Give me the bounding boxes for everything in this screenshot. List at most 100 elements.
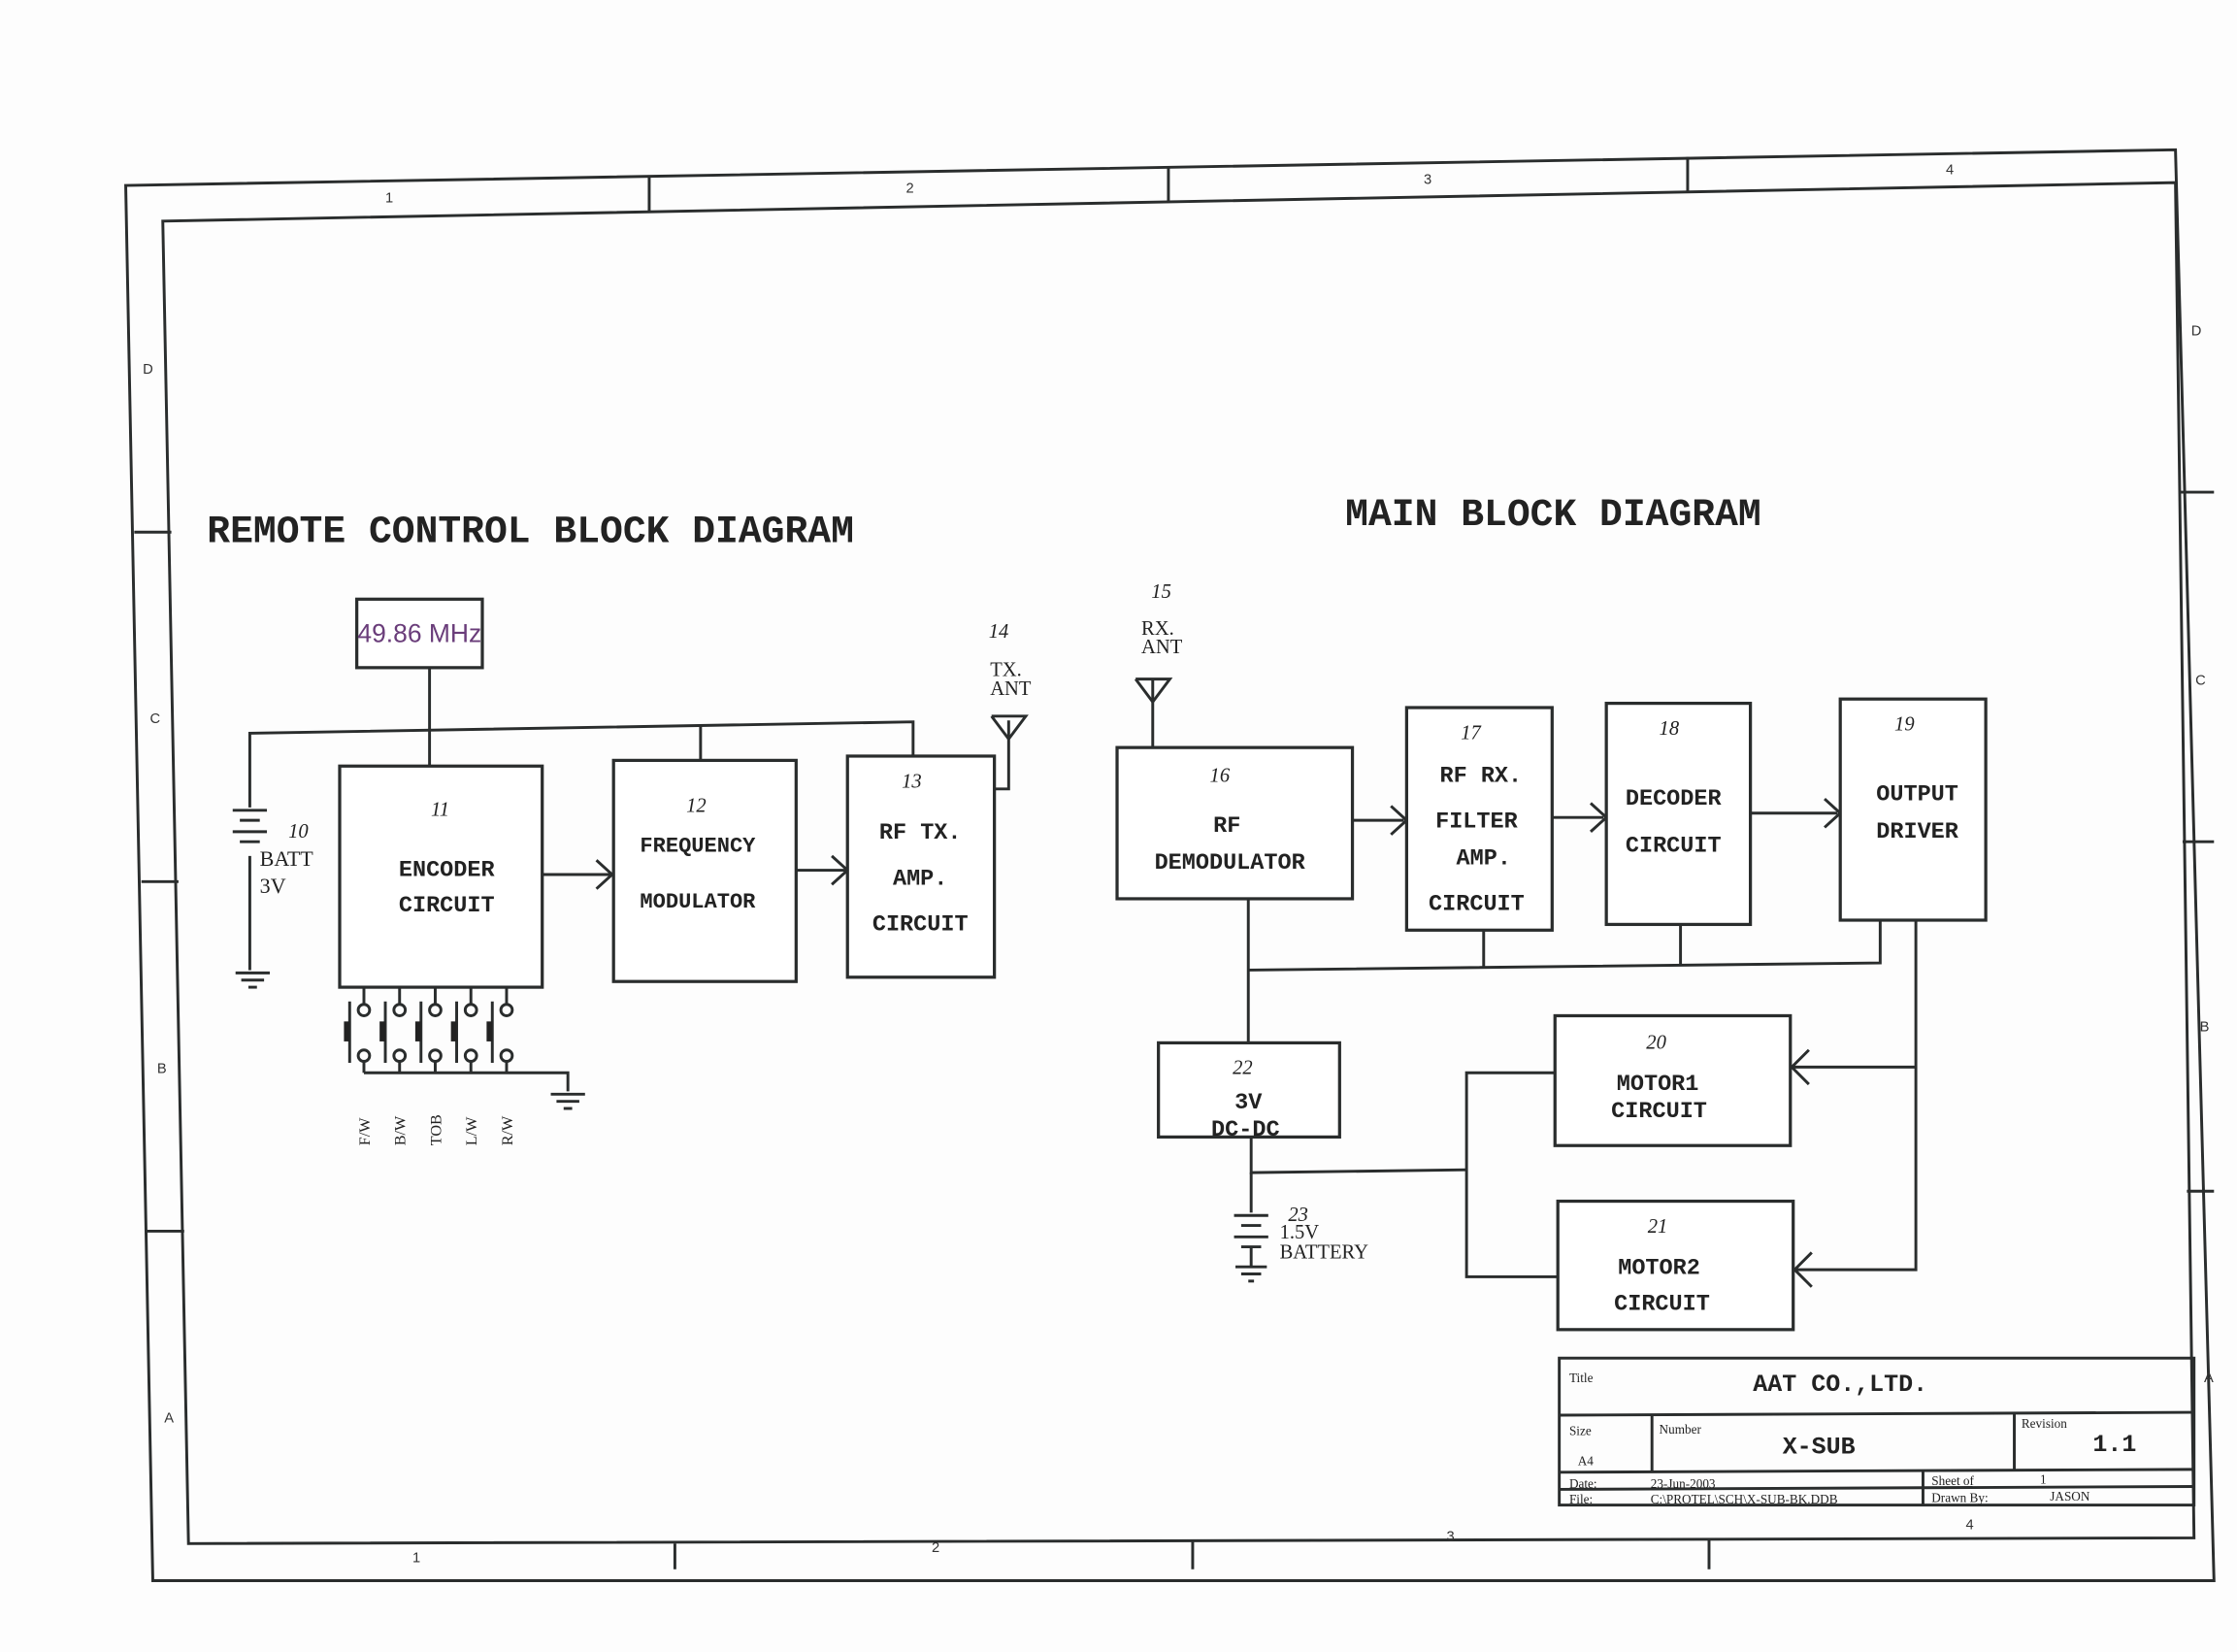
zone-labels: 1 2 3 4 1 2 3 4 D C B A D C B A [143,162,2214,1566]
battery-label: BATTERY [1280,1241,1369,1263]
zone-row-d: D [143,362,153,378]
rx-ant-label: ANT [1141,637,1183,658]
block-label: 3V [1234,1090,1263,1116]
block-num: 18 [1660,718,1680,740]
switch-label: TOB [428,1114,444,1145]
file-value: C:\PROTEL\SCH\X-SUB-BK.DDB [1651,1492,1838,1506]
block-label: AMP. [893,866,947,892]
zone-col-4: 4 [1946,162,1954,178]
switch-label: F/W [357,1117,374,1145]
main-wiring [1246,797,1918,1288]
sheet-frame [124,148,2216,1582]
switch-label: L/W [464,1116,480,1145]
dc-dc-block: 22 3V DC-DC [1157,1041,1341,1143]
block-label: DC-DC [1211,1117,1280,1143]
block-num: 11 [431,800,449,821]
zone-row-d-right: D [2191,323,2202,339]
drawn-by-label: Drawn By: [1931,1491,1988,1505]
size-label: Size [1569,1424,1592,1438]
rf-tx-amp-block: 13 RF TX. AMP. CIRCUIT [845,754,997,979]
block-num: 12 [686,795,707,816]
tx-ant-num: 14 [989,621,1009,643]
zone-col-1-bottom: 1 [412,1550,420,1566]
switch-label: R/W [500,1115,516,1145]
block-num: 20 [1646,1032,1666,1053]
block-num: 22 [1233,1058,1253,1079]
ground-icon [550,1092,585,1110]
title-block: Title AAT CO.,LTD. Size A4 Number X-SUB … [1558,1356,2196,1506]
battery-num: 10 [288,821,309,843]
remote-title: REMOTE CONTROL BLOCK DIAGRAM [207,511,854,554]
block-label: CIRCUIT [1614,1291,1710,1317]
zone-col-1: 1 [385,191,393,207]
revision-label: Revision [2022,1416,2067,1431]
remote-wiring [247,667,1010,1092]
block-label: FILTER [1435,809,1519,835]
motor2-block: 21 MOTOR2 CIRCUIT [1556,1199,1795,1332]
antenna-icon [990,714,1029,742]
date-label: Date: [1569,1476,1597,1491]
zone-col-2-bottom: 2 [932,1540,939,1556]
push-switch-f-w: F/W [344,987,374,1145]
battery-icon [1234,1213,1268,1283]
push-switch-b-w: B/W [379,987,410,1145]
number-label: Number [1660,1422,1702,1437]
zone-row-b: B [157,1061,167,1076]
zone-col-4-bottom: 4 [1966,1518,1974,1534]
zone-row-b-right: B [2200,1020,2210,1036]
modulator-block: 12 FREQUENCY MODULATOR [611,758,798,983]
block-label: CIRCUIT [872,911,969,938]
rf-rx-filter-amp-block: 17 RF RX. FILTER AMP. CIRCUIT [1404,706,1554,932]
push-switch-r-w: R/W [486,987,516,1145]
block-label: AMP. [1457,846,1511,873]
sheet-value: 1 [2040,1472,2047,1487]
block-num: 13 [902,771,922,792]
antenna-icon [1134,677,1173,748]
block-label: MODULATOR [640,890,756,914]
decoder-block: 18 DECODER CIRCUIT [1604,701,1753,927]
block-num: 21 [1648,1216,1668,1238]
tx-ant-label: TX. [990,660,1022,681]
output-driver-block: 19 OUTPUT DRIVER [1838,697,1988,922]
zone-col-3: 3 [1424,173,1431,188]
battery-voltage: 1.5V [1280,1222,1320,1243]
push-switch-tob: TOB [414,987,444,1145]
push-switch-l-w: L/W [450,987,480,1145]
encoder-block: 11 ENCODER CIRCUIT [338,764,544,989]
number-value: X-SUB [1783,1434,1856,1462]
zone-row-a: A [164,1410,174,1426]
battery-icon [232,809,268,843]
block-label: CIRCUIT [399,893,495,919]
battery-num: 23 [1288,1205,1308,1226]
block-label: RF TX. [879,820,962,846]
battery-label: BATT [260,846,314,871]
zone-col-2: 2 [906,181,914,196]
block-num: 17 [1461,722,1481,743]
size-value: A4 [1578,1453,1595,1468]
file-label: File: [1569,1492,1593,1506]
tx-ant-label: ANT [990,678,1032,700]
motor1-block: 20 MOTOR1 CIRCUIT [1553,1013,1793,1147]
block-label: MOTOR1 [1617,1072,1699,1098]
block-label: OUTPUT [1876,782,1958,809]
drawn-by-value: JASON [2050,1489,2090,1503]
block-label: RF RX. [1440,763,1523,789]
block-label: FREQUENCY [640,834,756,858]
crystal-box: 49.86 MHz [355,597,484,670]
switch-array: F/W B/W TOB L/W R/W [344,987,516,1145]
block-label: CIRCUIT [1429,892,1525,918]
revision-value: 1.1 [2092,1431,2136,1459]
date-value: 23-Jun-2003 [1651,1476,1716,1491]
block-label: DEMODULATOR [1155,850,1306,876]
title-label: Title [1569,1371,1594,1385]
block-num: 19 [1894,714,1915,736]
zone-row-c: C [150,711,161,727]
rx-ant-label: RX. [1141,618,1174,640]
battery-voltage: 3V [260,874,286,898]
demodulator-block: 16 RF DEMODULATOR [1115,745,1355,901]
zone-row-a-right: A [2204,1371,2214,1386]
switch-label: B/W [393,1115,410,1145]
block-label: CIRCUIT [1626,833,1722,859]
sheet-label: Sheet of [1931,1473,1974,1488]
crystal-frequency: 49.86 MHz [357,618,481,647]
